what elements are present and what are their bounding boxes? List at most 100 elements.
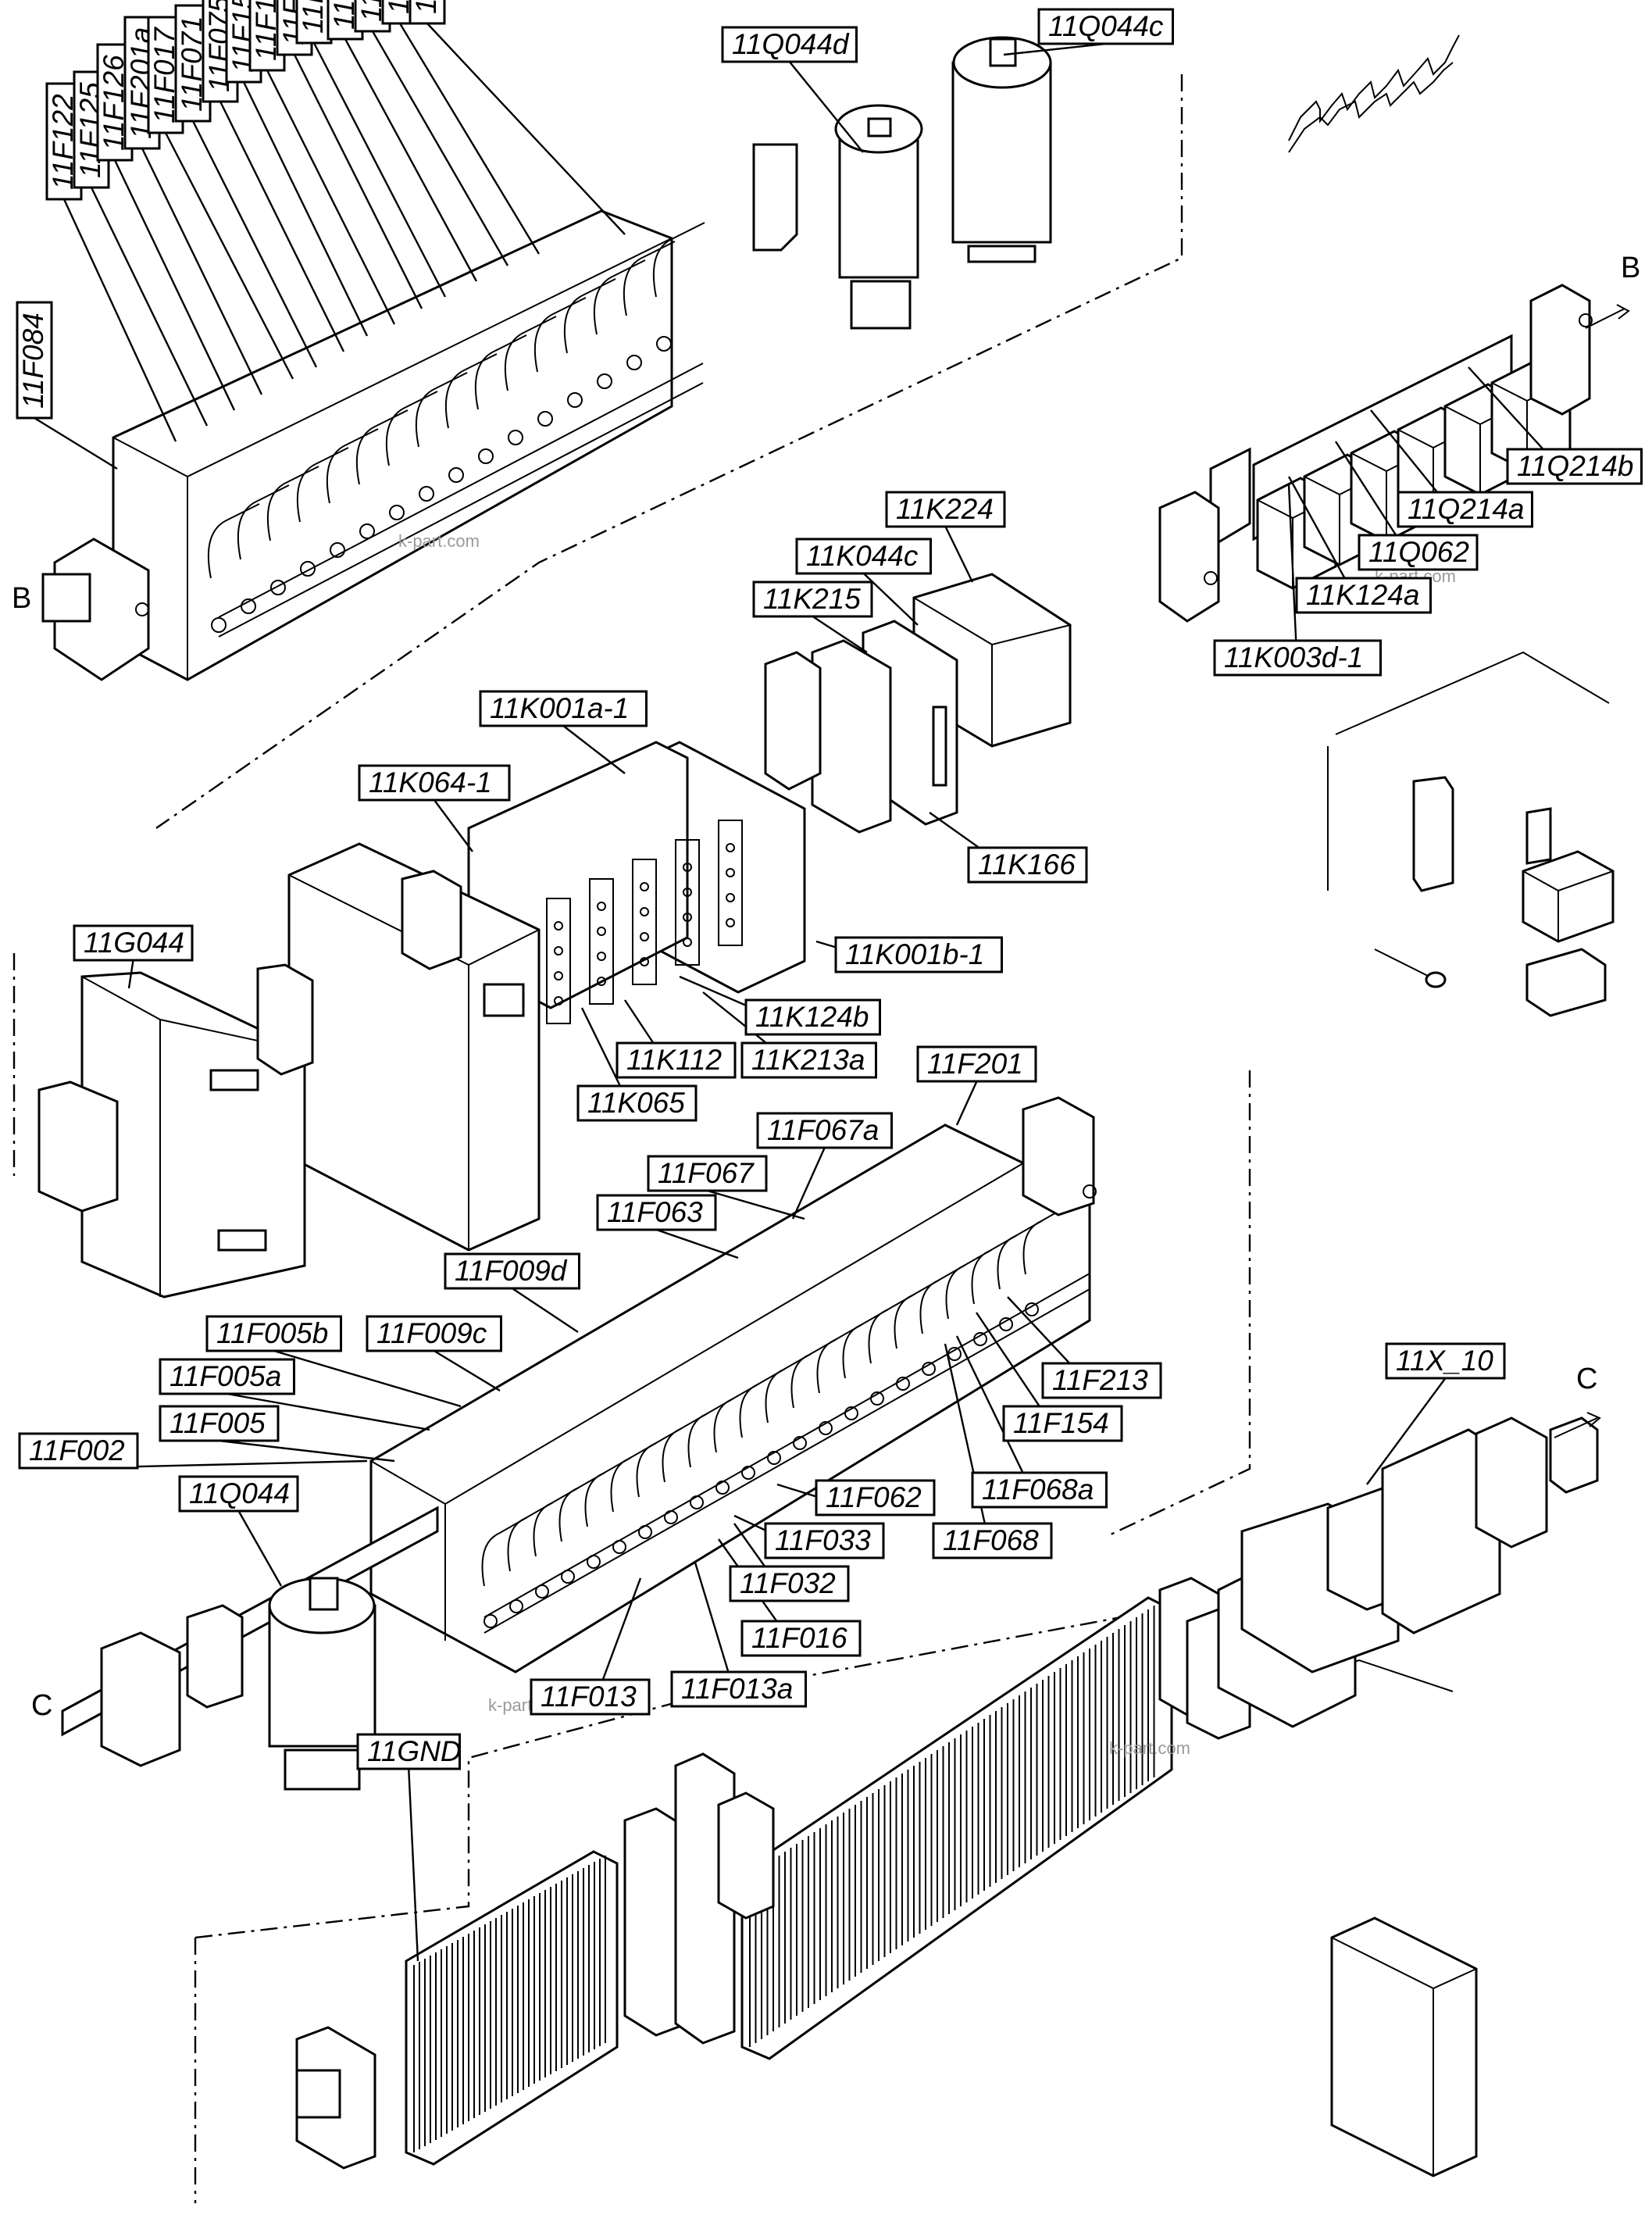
svg-text:11F013a: 11F013a	[681, 1673, 793, 1705]
callout-label: 11K003d-1	[1213, 639, 1382, 677]
comb-busbar	[1288, 34, 1460, 153]
svg-text:11F005b: 11F005b	[216, 1317, 328, 1349]
callout-label: 11F154	[1002, 1405, 1123, 1442]
svg-text:11F212: 11F212	[410, 0, 442, 14]
svg-text:11Q062: 11Q062	[1368, 536, 1469, 568]
svg-text:11F005: 11F005	[169, 1407, 266, 1439]
svg-text:11F153-1: 11F153-1	[297, 0, 329, 34]
callout-label: 11K001b-1	[834, 936, 1003, 973]
svg-text:11K224: 11K224	[896, 493, 994, 525]
callout-label: 11F032	[729, 1565, 850, 1602]
callout-label: 11F067a	[756, 1112, 893, 1149]
callout-label: 11F068a	[971, 1471, 1108, 1509]
callout-label: 11F005b	[205, 1315, 342, 1352]
svg-text:11F084: 11F084	[17, 313, 49, 409]
section-letter-c-left: C	[31, 1689, 52, 1722]
svg-text:11Q044d: 11Q044d	[732, 28, 850, 60]
svg-text:11K124b: 11K124b	[755, 1001, 869, 1033]
section-letters: B B C C	[12, 252, 1640, 1722]
svg-text:11Q214a: 11Q214a	[1408, 493, 1525, 525]
callout-label: 11F062	[815, 1479, 936, 1516]
callout-label: 11K213a	[740, 1041, 877, 1079]
svg-text:11F005a: 11F005a	[169, 1360, 281, 1392]
callout-label: 11X_10	[1385, 1342, 1506, 1380]
callout-label: 11F016	[740, 1620, 862, 1657]
callout-label: 11Q214a	[1397, 491, 1533, 528]
svg-text:11F002: 11F002	[29, 1434, 125, 1466]
svg-text:11K064-1: 11K064-1	[369, 766, 492, 798]
callout-label: 11Q062	[1358, 534, 1479, 571]
callout-label: 11F009c	[366, 1315, 502, 1352]
watermark: k-part.com	[1109, 1738, 1190, 1758]
svg-text:11K166: 11K166	[978, 848, 1076, 881]
callout-label: 11G044	[73, 924, 194, 962]
svg-text:11K112: 11K112	[626, 1044, 722, 1076]
callout-label: 11K224	[885, 491, 1006, 528]
svg-text:11K044c: 11K044c	[806, 540, 919, 572]
svg-text:11Q044: 11Q044	[189, 1477, 290, 1509]
callout-label: 11K124b	[744, 998, 881, 1036]
svg-text:11F013: 11F013	[541, 1681, 637, 1713]
callout-label: 11F013	[530, 1678, 651, 1716]
svg-text:11K003d-1: 11K003d-1	[1224, 641, 1363, 673]
leader-lines	[34, 23, 1575, 1962]
relay-detail	[1374, 776, 1615, 1017]
svg-text:11K215: 11K215	[763, 583, 861, 615]
terminal-rows	[295, 1416, 1599, 2177]
section-letter-b-right: B	[1621, 252, 1640, 284]
svg-text:11F201: 11F201	[927, 1048, 1023, 1080]
svg-text:11GND: 11GND	[367, 1735, 462, 1767]
callout-label: 11K124a	[1295, 577, 1432, 614]
callout-label: 11K065	[576, 1084, 698, 1122]
section-letter-c-right: C	[1576, 1363, 1597, 1395]
contactor-pair-top	[752, 36, 1052, 330]
svg-text:11F068: 11F068	[943, 1524, 1039, 1556]
callout-label: 11F212	[409, 0, 446, 25]
svg-text:11F033: 11F033	[775, 1524, 871, 1556]
callout-label: 11K112	[615, 1041, 737, 1079]
svg-text:11F032: 11F032	[740, 1567, 836, 1599]
svg-text:11F016: 11F016	[751, 1622, 847, 1654]
callout-label: 11K044c	[795, 538, 932, 575]
svg-text:11F009d: 11F009d	[455, 1255, 568, 1287]
callout-label: 11Q044c	[1037, 8, 1174, 45]
svg-text:11K065: 11K065	[587, 1087, 685, 1119]
svg-text:11F067: 11F067	[658, 1157, 755, 1189]
svg-text:11F067a: 11F067a	[767, 1114, 879, 1146]
section-letter-b-left: B	[12, 582, 31, 615]
callout-label: 11F002	[18, 1432, 139, 1470]
svg-text:11F154: 11F154	[1013, 1407, 1109, 1439]
callout-label: 11GND	[356, 1733, 462, 1770]
watermark: k-part.com	[398, 531, 480, 551]
contactor-lower	[61, 1506, 439, 1791]
svg-text:11K001a-1: 11K001a-1	[490, 692, 629, 724]
svg-text:11Q044c: 11Q044c	[1048, 10, 1164, 42]
callout-label: 11F005a	[159, 1358, 295, 1395]
callout-label: 11F009d	[444, 1252, 580, 1290]
callout-label: 11Q214b	[1506, 448, 1643, 485]
svg-text:11F213: 11F213	[1052, 1364, 1148, 1396]
callout-label: 11F063	[596, 1194, 717, 1231]
svg-text:11K001b-1: 11K001b-1	[845, 938, 984, 970]
callout-label: 11Q044	[178, 1475, 299, 1513]
svg-text:11Q214b: 11Q214b	[1517, 450, 1634, 482]
callout-label: 11F213	[1041, 1362, 1162, 1399]
callout-label: 11K215	[752, 580, 873, 618]
callout-label: 11F005	[159, 1405, 280, 1442]
middle-modules	[37, 573, 1072, 1298]
svg-text:11K124a: 11K124a	[1306, 579, 1419, 611]
svg-text:11F062: 11F062	[826, 1481, 922, 1513]
callout-label: 11F084	[16, 301, 53, 420]
svg-text:11F068a: 11F068a	[982, 1473, 1094, 1506]
svg-text:11K213a: 11K213a	[751, 1044, 865, 1076]
callout-label: 11F153-1	[295, 0, 333, 45]
callout-labels: 11F08411F12211F12511F12611F201a11F01711F…	[16, 0, 1643, 1770]
callout-label: 11F067	[647, 1155, 768, 1192]
section-outlines	[12, 74, 1610, 2203]
callout-label: 11K001a-1	[479, 690, 648, 727]
callout-label: 11F068	[932, 1522, 1053, 1559]
callout-label: 11F201	[916, 1045, 1037, 1083]
svg-text:11F063: 11F063	[607, 1196, 703, 1228]
callout-label: 11K064-1	[358, 764, 511, 802]
svg-text:11X_10: 11X_10	[1396, 1345, 1493, 1377]
